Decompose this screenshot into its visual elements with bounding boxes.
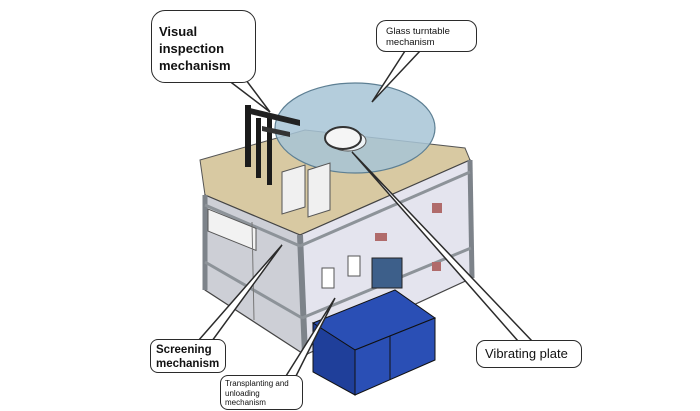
panel-sticker (432, 262, 441, 271)
camera-arm (262, 126, 290, 137)
panel-sticker (432, 203, 442, 213)
camera-post (267, 115, 272, 185)
frame-post (467, 159, 475, 279)
collection-bin-side (354, 317, 436, 396)
camera-post (245, 105, 251, 167)
frame-rail (299, 170, 471, 248)
callout-screening: Screening mechanism (150, 339, 226, 373)
callout-glass-turntable: Glass turntable mechanism (376, 20, 477, 52)
label-transplanting: Transplanting and unloading mechanism (225, 379, 289, 407)
label-screening: Screening mechanism (156, 344, 220, 370)
screening-box (307, 162, 331, 218)
camera-post (256, 118, 261, 178)
label-glass-turntable: Glass turntable mechanism (386, 26, 450, 48)
label-vibrating-plate: Vibrating plate (485, 346, 568, 361)
glass-turntable (274, 82, 436, 174)
callout-visual-inspection: Visual inspection mechanism (151, 10, 256, 83)
callout-transplanting: Transplanting and unloading mechanism (220, 375, 303, 410)
pneumatic-unit (371, 257, 403, 289)
outlet-box (321, 267, 335, 289)
callout-vibrating-plate: Vibrating plate (476, 340, 582, 368)
panel-seam (251, 221, 255, 321)
panel-sticker (375, 233, 387, 241)
frame-post (297, 234, 308, 356)
vibrating-plate-bowl (324, 126, 362, 150)
screening-box (281, 164, 306, 215)
camera-arm (250, 108, 300, 126)
label-visual-inspection: Visual inspection mechanism (159, 24, 231, 73)
drawer-slot (207, 208, 257, 252)
outlet-box (347, 255, 361, 277)
